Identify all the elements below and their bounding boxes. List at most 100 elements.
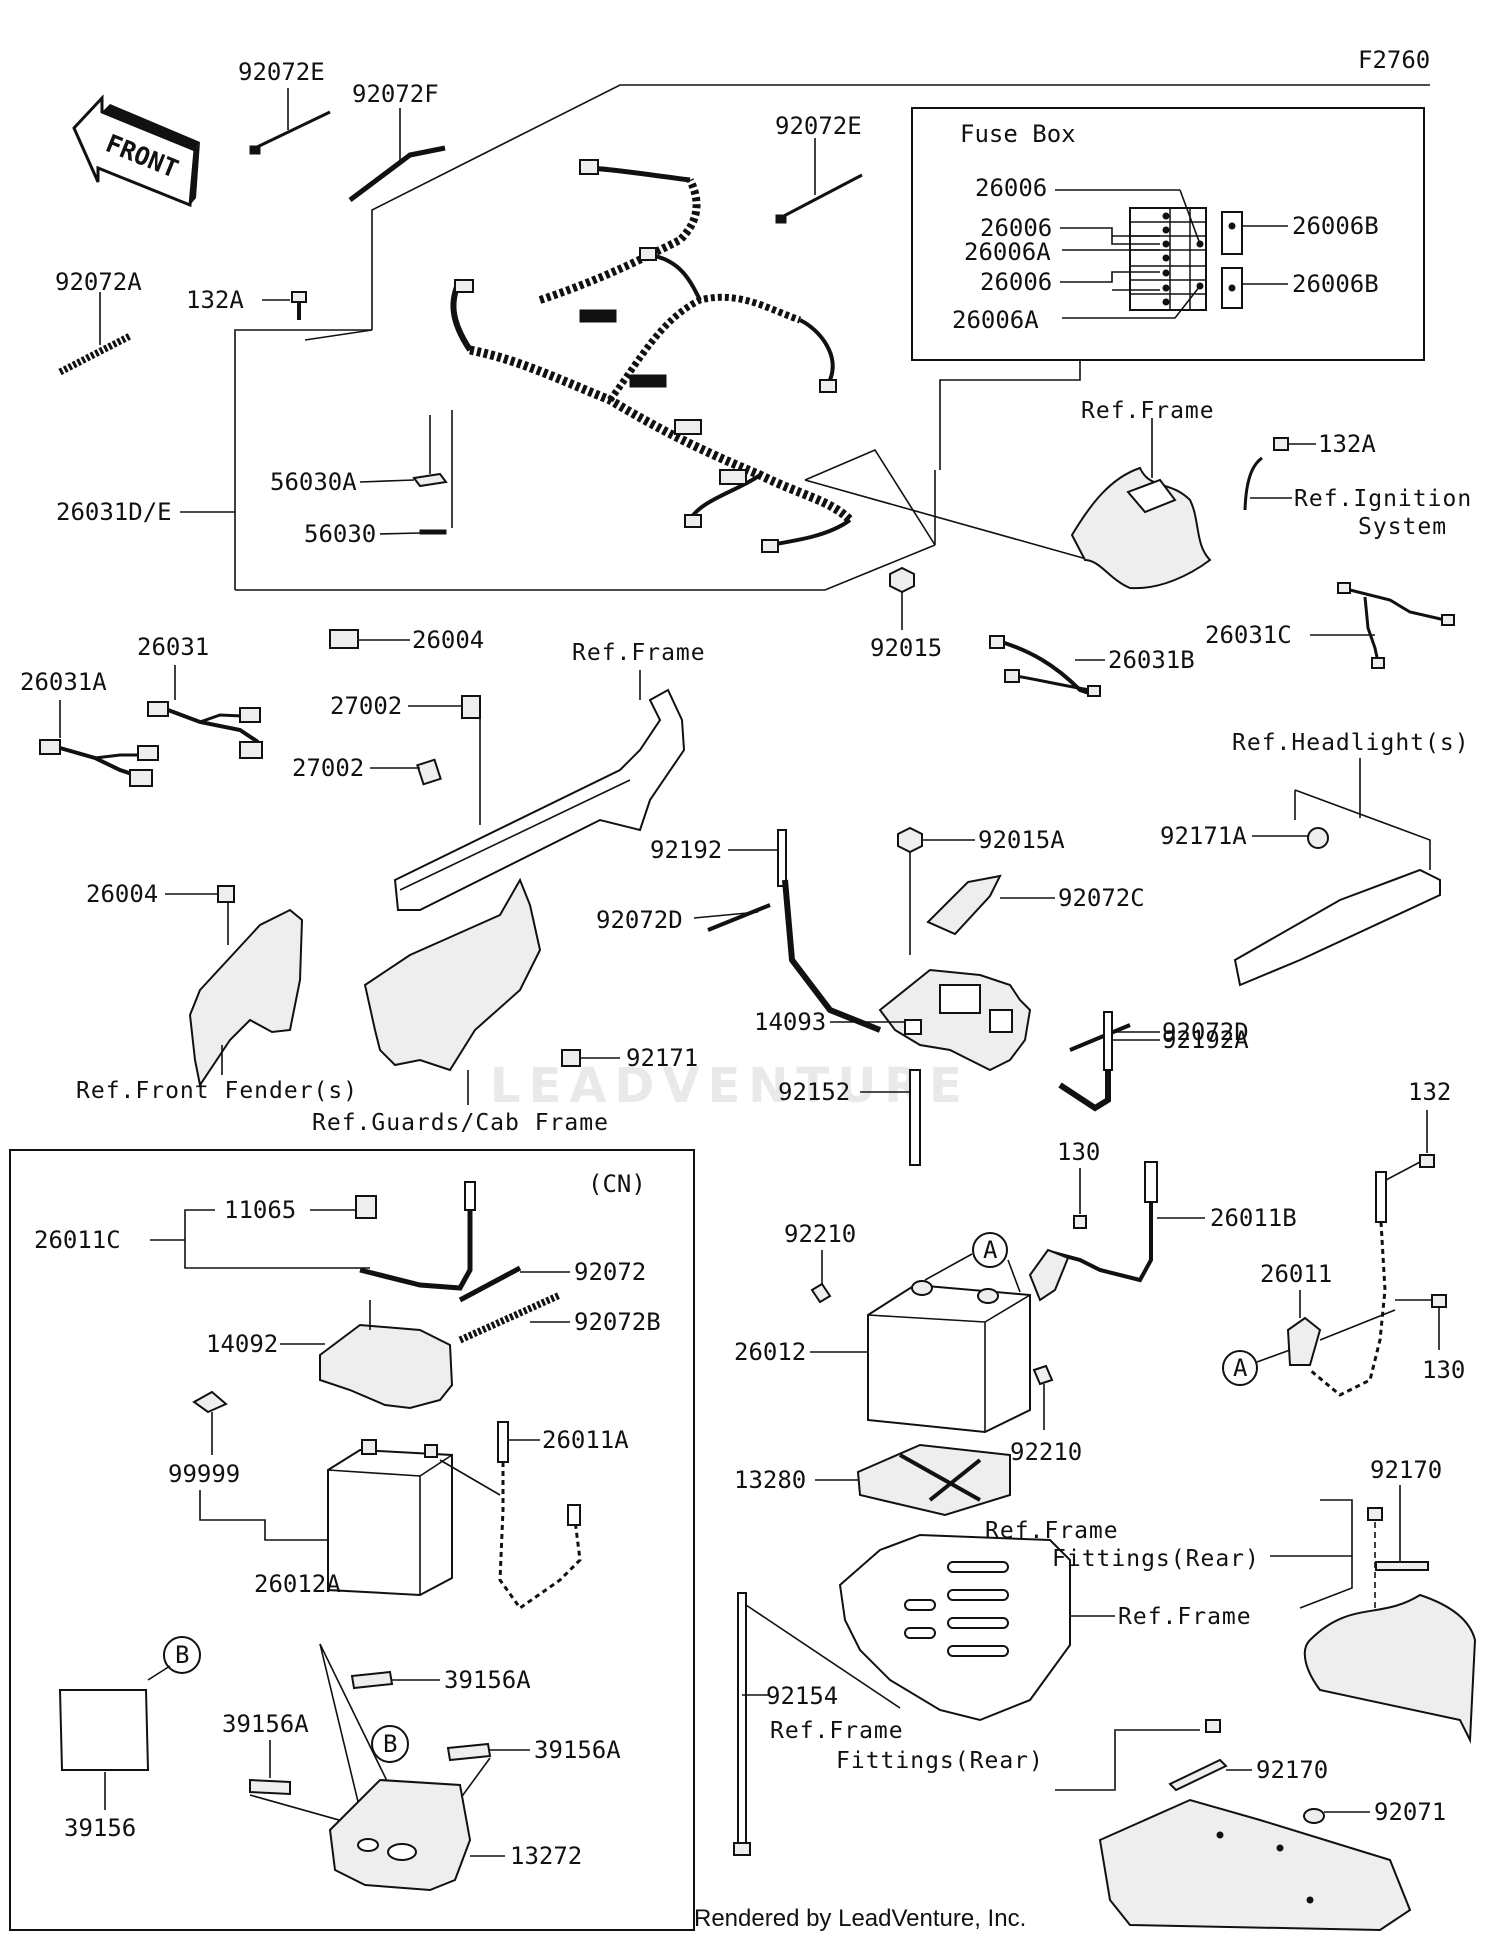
clip-92210-b [1032,1364,1054,1430]
part-39156: 39156 [64,1814,136,1842]
fuse-part-26006B-1: 26006B [1292,212,1379,240]
skid-plate-upper [1303,1593,1477,1744]
callout-B-1-label: B [175,1641,189,1669]
part-26011: 26011 [1260,1260,1332,1288]
relay-27002-a [408,695,481,825]
part-92154: 92154 [766,1682,838,1710]
part-92210-b: 92210 [1010,1438,1082,1466]
part-92072D-b: 92072D [1162,1018,1249,1046]
part-27002-b: 27002 [292,754,364,782]
part-92072A: 92072A [55,268,142,296]
label-99999 [192,1390,228,1455]
part-99999: 99999 [168,1460,240,1488]
fuse-part-26006B-2: 26006B [1292,270,1379,298]
cable-26011C [359,1181,476,1291]
part-92210-a: 92210 [784,1220,856,1248]
cable-26011B [1028,1161,1205,1302]
battery-26012A [199,1439,453,1597]
part-56030: 56030 [304,520,376,548]
nut-92015A [897,826,975,955]
fuse-part-26006A-1: 26006A [964,238,1051,266]
watermark: LEADVENTURE [490,1058,970,1114]
battery-holder-14093 [830,968,1032,1072]
part-132A: 132A [186,286,244,314]
part-13280: 13280 [734,1466,806,1494]
connector-26004-a [329,629,410,649]
front-fender [188,908,304,1088]
clip-92210-a [810,1250,832,1304]
part-26004-b: 26004 [86,880,158,908]
pad-39156A-c [446,1742,530,1762]
part-26031C: 26031C [1205,621,1292,649]
tie-92072 [458,1265,570,1303]
part-92171: 92171 [626,1044,698,1072]
cn-box-title: (CN) [588,1170,646,1198]
part-92171A: 92171A [1160,822,1247,850]
part-92072D-a: 92072D [596,906,683,934]
fuse-part-26006A-2: 26006A [952,306,1039,334]
frame-bracket-top-right [1070,418,1263,590]
tie-92072A [58,292,132,376]
part-39156A-a: 39156A [444,1666,531,1694]
ref-guards-cab: Ref.Guards/Cab Frame [312,1110,609,1136]
part-27002-a: 27002 [330,692,402,720]
part-92015: 92015 [870,634,942,662]
part-13272: 13272 [510,1842,582,1870]
nut-92071 [1303,1808,1370,1824]
cap-11065 [310,1195,377,1219]
part-92192: 92192 [650,836,722,864]
ref-frame-fit-b1: Ref.Frame [770,1718,904,1744]
tie-92072D-b [1069,1023,1160,1052]
diagram-code: F2760 [1358,46,1430,74]
part-92192A: 92192A [1162,1026,1249,1054]
fuse-part-26006-1: 26006 [975,174,1047,202]
harness-26031 [147,665,263,759]
relay-27002-b [370,758,442,786]
headlight-bracket [1233,758,1441,987]
ref-ignition-1: Ref.Ignition [1294,486,1472,512]
callout-A-2-label: A [1233,1354,1248,1382]
tray-frame-rear [838,1533,1115,1722]
ref-frame-center: Ref.Frame [572,640,706,666]
callout-B-2 [371,1725,409,1763]
ref-frame-fit-a1: Ref.Frame [985,1518,1119,1544]
part-92072: 92072 [574,1258,646,1286]
ref-frame-fit-a2: Fittings(Rear) [1052,1546,1260,1572]
part-11065: 11065 [224,1196,296,1224]
part-92071: 92071 [1374,1798,1446,1826]
label-56030 [379,410,453,535]
cn-box [9,1149,695,1931]
fuse-part-26006-2: 26006 [980,214,1052,242]
frame-rail-center [393,670,686,911]
part-39156A-c: 39156A [534,1736,621,1764]
credit-text: Rendered by LeadVenture, Inc. [694,1905,1026,1932]
part-132A-b: 132A [1318,430,1376,458]
front-arrow-icon: FRONT [72,94,200,208]
part-39156A-b: 39156A [222,1710,309,1738]
fuse-part-26006-3: 26006 [980,268,1052,296]
bolt-130-b [1395,1294,1447,1350]
grommet-92171 [561,1049,620,1067]
part-26011A: 26011A [542,1426,629,1454]
tray-13272 [328,1778,505,1892]
ref-headlight: Ref.Headlight(s) [1232,730,1470,756]
part-130-b: 130 [1422,1356,1465,1384]
part-92072E-b: 92072E [775,112,862,140]
part-92170-a: 92170 [1370,1456,1442,1484]
part-14092: 14092 [206,1330,278,1358]
pin-92192A [1058,1011,1160,1112]
callout-B-2-label: B [383,1730,397,1758]
harness-26031B [989,635,1105,697]
ref-frame-fit-b2: Fittings(Rear) [836,1748,1044,1774]
part-92170-b: 92170 [1256,1756,1328,1784]
cable-26011 [1286,1221,1396,1397]
bolt-132A-a [262,291,307,320]
battery-26012 [810,1280,1031,1434]
part-92072C: 92072C [1058,884,1145,912]
label-56030A [359,415,448,488]
part-92072B: 92072B [574,1308,661,1336]
nut-92015 [889,566,915,630]
callout-A-2 [1222,1350,1258,1386]
bolt-92154 [733,1592,901,1856]
